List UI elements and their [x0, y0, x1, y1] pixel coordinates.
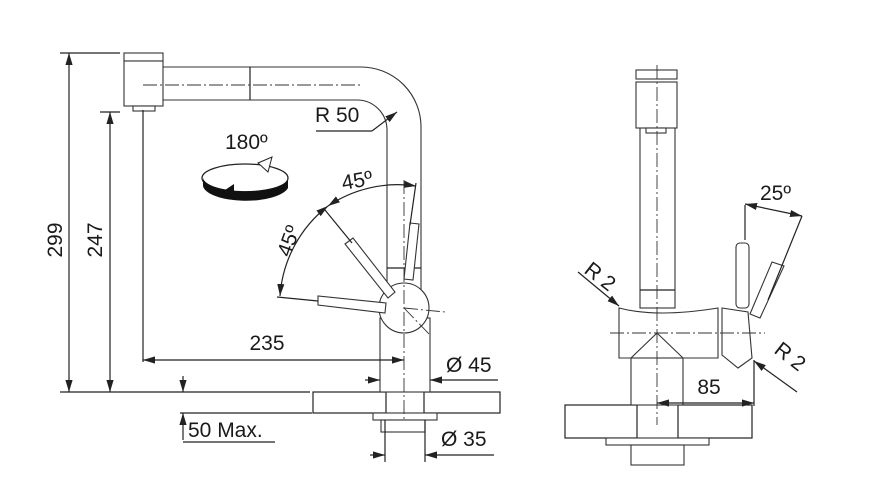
countertop-left [312, 391, 387, 414]
lever-hub [721, 307, 753, 369]
body-diameter-label: Ø 45 [446, 354, 492, 377]
lever-angle-lower-label: 45º [273, 222, 305, 259]
radius-left-label: R 2 [580, 258, 620, 296]
angle-arc-25 [744, 202, 803, 218]
lever-angle-label: 25º [760, 182, 791, 205]
height-total-label: 299 [44, 222, 67, 257]
spray-head [123, 60, 164, 107]
rotation-arrow-icon [201, 156, 289, 201]
countertop-left [564, 404, 638, 439]
radius-right-label: R 2 [770, 338, 810, 376]
vertical-pipe [639, 126, 676, 309]
radius-leader-left [577, 271, 620, 307]
lever-upright [735, 242, 750, 309]
spray-head [635, 81, 678, 129]
side-view-faucet: 299 247 235 Ø 45 Ø 35 50 Max. R 50 180º … [44, 52, 501, 462]
front-view-faucet: 25º R 2 R 2 85 [564, 65, 810, 466]
spray-head-cap [123, 52, 164, 62]
height-spout-label: 247 [84, 222, 107, 257]
lever-offset-label: 85 [697, 376, 720, 399]
faucet-body [618, 307, 719, 359]
mounting-shank [380, 419, 426, 433]
mounting-flange [372, 412, 438, 421]
countertop-right [677, 404, 753, 439]
countertop-right [423, 391, 501, 414]
counter-thickness-label: 50 Max. [188, 419, 263, 442]
radius-leader [371, 111, 398, 132]
lever-tilted [749, 261, 785, 319]
angle-arc-45-lower [277, 205, 329, 297]
lever-positions [317, 222, 420, 314]
reach-label: 235 [249, 332, 284, 355]
radius-label: R 50 [315, 104, 359, 127]
angle-arc-45-upper [327, 180, 417, 207]
radius-leader-right [753, 360, 798, 393]
hole-diameter-label: Ø 35 [441, 428, 487, 451]
lever-angle-upper-label: 45º [340, 167, 375, 195]
rotation-label: 180º [225, 131, 268, 154]
